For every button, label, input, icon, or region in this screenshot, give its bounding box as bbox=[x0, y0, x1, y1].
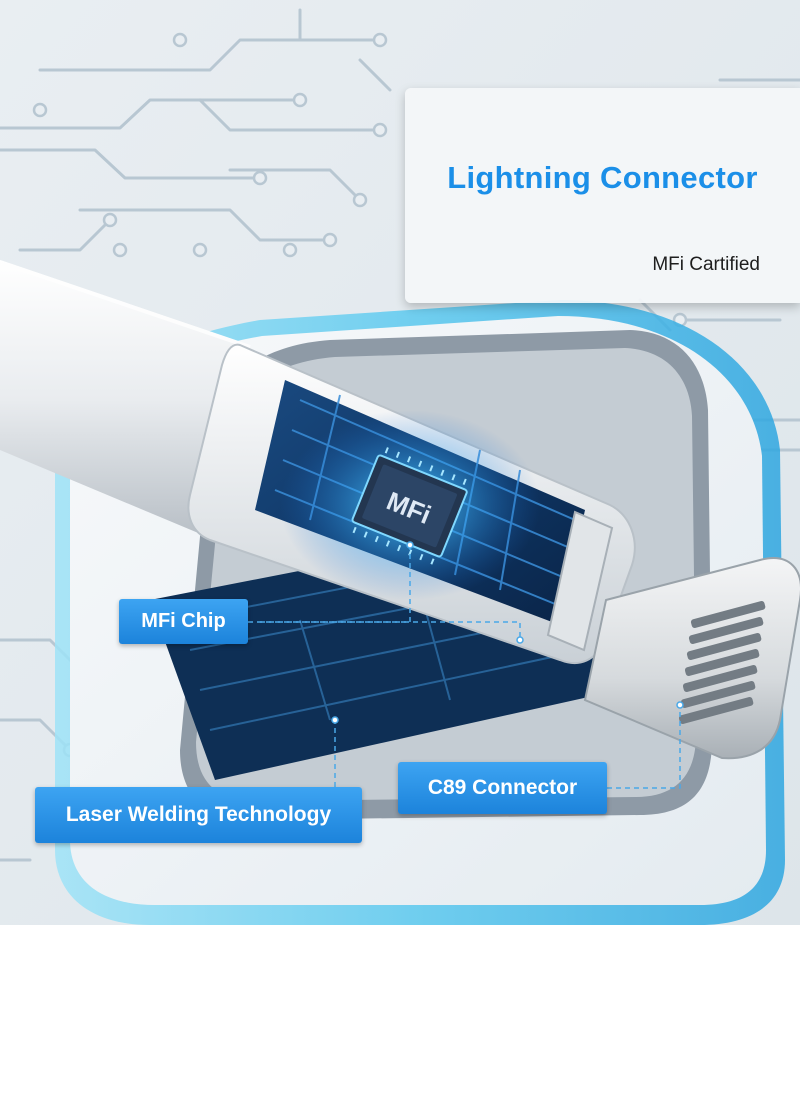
card-title: Lightning Connector bbox=[447, 160, 758, 195]
card-subtitle: MFi Cartified bbox=[652, 254, 760, 275]
mfi-chip: MFi bbox=[351, 447, 468, 565]
metal-ring bbox=[546, 510, 614, 652]
cable-body bbox=[0, 260, 250, 540]
info-card: Lightning Connector MFi Cartified bbox=[405, 88, 800, 303]
c89-connector-label: C89 Connector bbox=[398, 762, 607, 814]
mfi-chip-label: MFi Chip bbox=[119, 599, 248, 644]
laser-welding-label: Laser Welding Technology bbox=[35, 787, 362, 843]
tip-contacts bbox=[678, 600, 766, 724]
